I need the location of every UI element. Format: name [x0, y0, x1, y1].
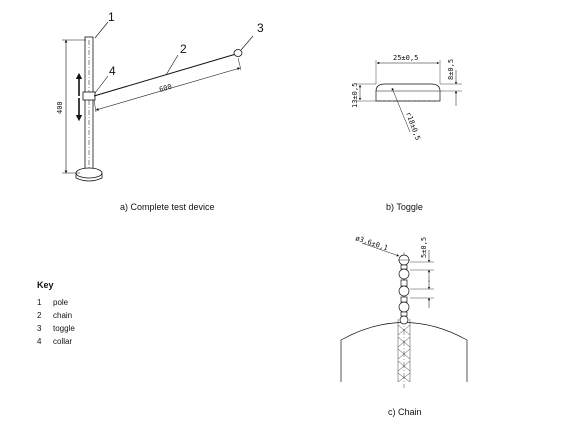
- toggle-profile: [375, 83, 441, 102]
- toggle: [233, 49, 243, 57]
- key-item-number: 1: [37, 298, 42, 307]
- dimension-toggle-radius: r18±0,5: [404, 111, 422, 141]
- key-item-toggle: 3 toggle: [37, 324, 75, 333]
- dimension-chain-length: 600: [158, 83, 172, 94]
- key-item-label: chain: [53, 311, 73, 320]
- chain-ball: [399, 315, 409, 325]
- key-item-chain: 2 chain: [37, 311, 72, 320]
- callout-4: 4: [109, 64, 116, 78]
- chain-ball: [398, 285, 410, 297]
- chain-ball: [398, 268, 410, 280]
- dimension-toggle-top-height: 8±0,5: [447, 59, 455, 80]
- caption-chain: c) Chain: [388, 407, 422, 417]
- caption-complete-test-device: a) Complete test device: [120, 202, 215, 212]
- key-item-pole: 1 pole: [37, 298, 68, 307]
- dimension-toggle-height: 13±0,5: [351, 83, 359, 108]
- dimension-chain-diameter: ø3,6±0,1: [354, 234, 389, 252]
- key-title: Key: [37, 280, 54, 290]
- caption-toggle: b) Toggle: [386, 202, 423, 212]
- key-item-number: 2: [37, 311, 42, 320]
- complete-test-device-figure: [62, 21, 254, 182]
- key-item-number: 3: [37, 324, 42, 333]
- chain-ball: [398, 301, 410, 313]
- callout-3: 3: [257, 21, 264, 35]
- callout-2: 2: [180, 42, 187, 56]
- dimension-chain-pitch: 5±0,5: [420, 237, 428, 258]
- key-item-label: toggle: [53, 324, 75, 333]
- callout-1: 1: [108, 10, 115, 24]
- dimension-toggle-width: 25±0,5: [393, 54, 418, 62]
- dimension-pole-height: 400: [56, 101, 64, 114]
- key-item-collar: 4 collar: [37, 337, 72, 346]
- chain-detail-figure: [340, 242, 468, 388]
- toggle-detail-figure: [356, 60, 462, 133]
- key-item-number: 4: [37, 337, 42, 346]
- key-item-label: collar: [53, 337, 73, 346]
- collar: [82, 91, 96, 101]
- key-item-label: pole: [53, 298, 69, 307]
